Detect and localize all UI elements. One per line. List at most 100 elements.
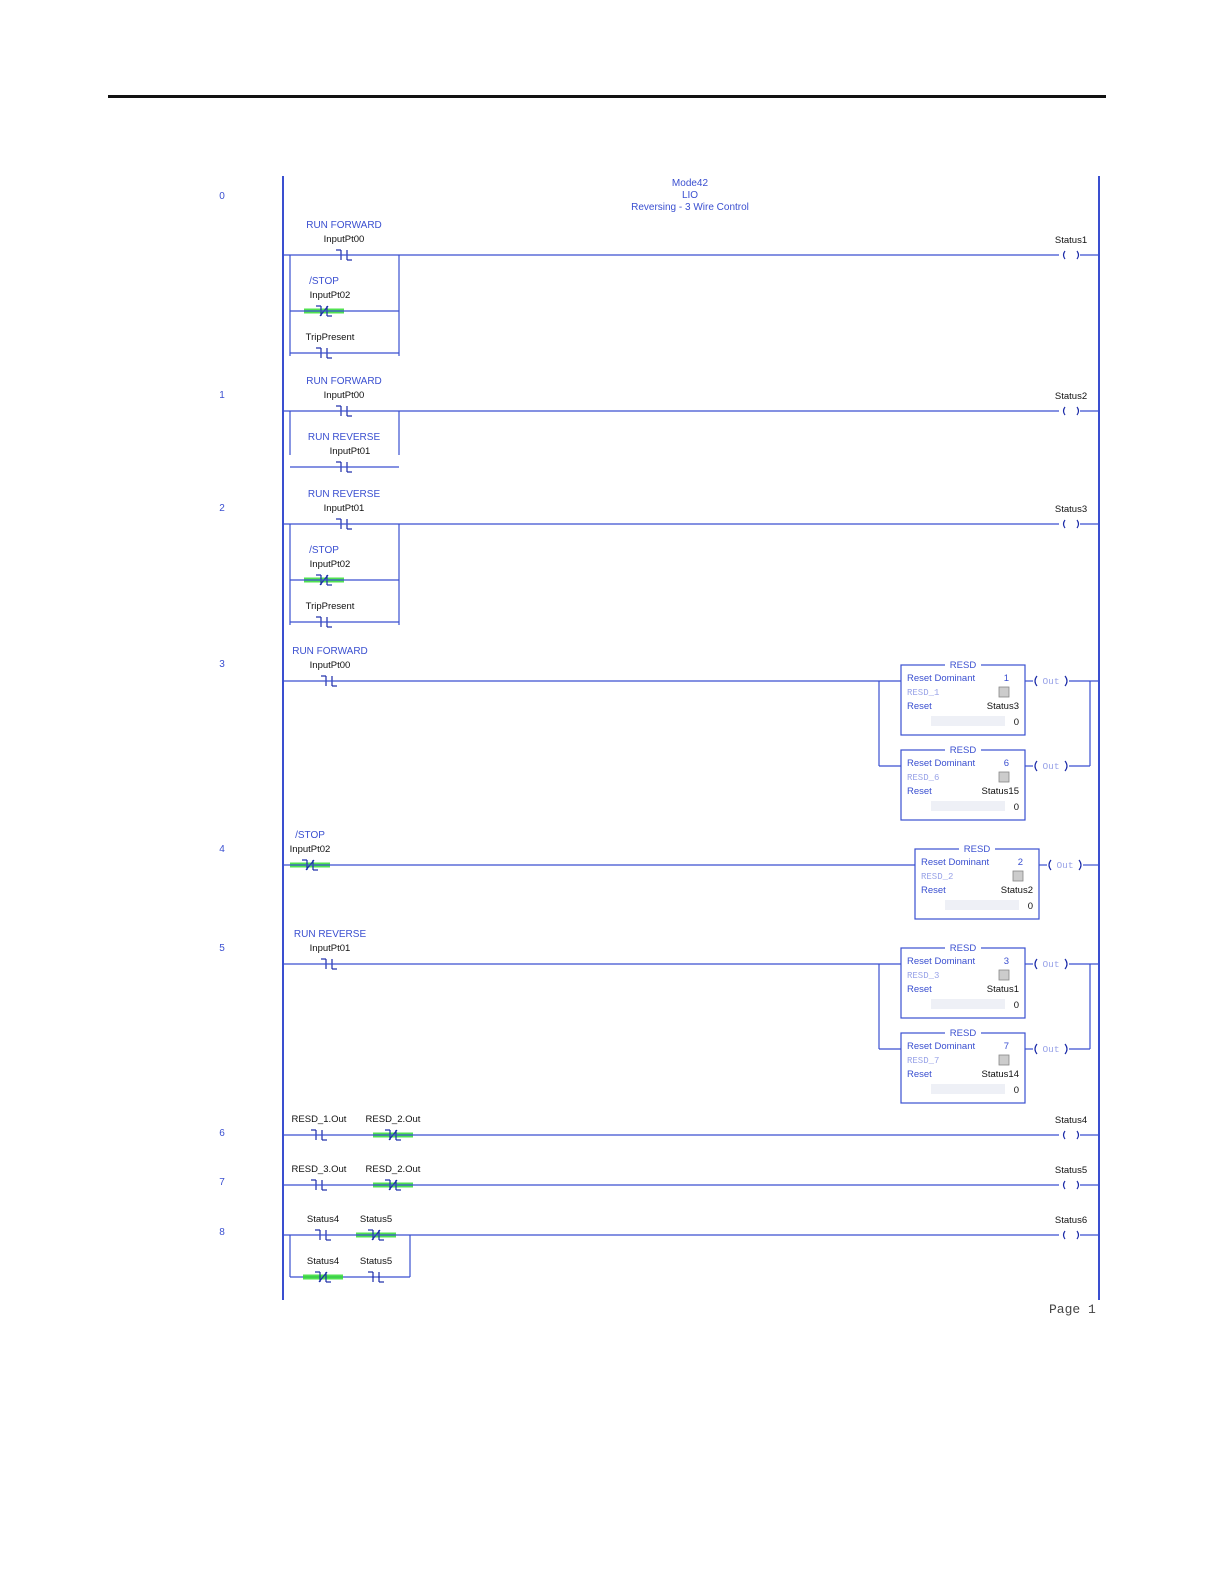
contact-tag: InputPt00 <box>324 390 365 401</box>
block-title: RESD <box>950 1028 977 1039</box>
contact-tag: Status4 <box>307 1214 339 1225</box>
block-title: RESD <box>950 660 977 671</box>
contact-tag: Status4 <box>307 1256 339 1267</box>
title-line-3: Reversing - 3 Wire Control <box>631 202 749 213</box>
block-value: 0 <box>1014 802 1019 813</box>
block-label: Reset Dominant <box>907 1041 975 1052</box>
coil-tag: Status6 <box>1055 1215 1087 1226</box>
block-value-field <box>931 1084 1005 1094</box>
out-left-arc <box>1034 760 1038 772</box>
block-out-label: Out <box>1042 676 1059 687</box>
block-reset-label: Reset <box>907 984 932 995</box>
coil-right-arc <box>1076 1180 1080 1190</box>
out-left-arc <box>1048 859 1052 871</box>
block-reset-tag: Status14 <box>982 1069 1020 1080</box>
coil-right-arc <box>1076 250 1080 260</box>
block-title: RESD <box>950 745 977 756</box>
block-number: 2 <box>1018 857 1023 868</box>
contact-description: /STOP <box>309 545 339 556</box>
block-properties-button <box>998 686 1010 698</box>
coil-right-arc <box>1076 406 1080 416</box>
contact-tag: InputPt01 <box>324 503 365 514</box>
page-label: Page 1 <box>1049 1302 1096 1317</box>
coil-right-arc <box>1076 519 1080 529</box>
block-value-field <box>931 801 1005 811</box>
out-left-arc <box>1034 1043 1038 1055</box>
coil-status6 <box>1062 1230 1080 1240</box>
rung-number: 5 <box>219 943 225 954</box>
block-value-field <box>931 999 1005 1009</box>
contact-description: RUN REVERSE <box>294 929 367 940</box>
block-reset-tag: Status2 <box>1001 885 1033 896</box>
contact-tag: RESD_3.Out <box>292 1164 347 1175</box>
block-properties-button <box>998 771 1010 783</box>
out-right-arc <box>1064 1043 1068 1055</box>
contact-description: RUN REVERSE <box>308 489 381 500</box>
rung-number: 0 <box>219 191 225 202</box>
block-title: RESD <box>964 844 991 855</box>
rung-number: 6 <box>219 1128 225 1139</box>
block-reset-label: Reset <box>907 786 932 797</box>
coil-tag: Status2 <box>1055 391 1087 402</box>
resd-block-resd_3 <box>900 946 1068 1019</box>
coil-tag: Status1 <box>1055 235 1087 246</box>
rung-number: 2 <box>219 503 225 514</box>
coil-right-arc <box>1076 1230 1080 1240</box>
contact-tag: RESD_1.Out <box>292 1114 347 1125</box>
contact-tag: Status5 <box>360 1214 392 1225</box>
out-right-arc <box>1064 958 1068 970</box>
rung-number: 7 <box>219 1177 225 1188</box>
block-instance: RESD_3 <box>907 971 939 981</box>
contact-tag: InputPt01 <box>330 446 371 457</box>
block-instance: RESD_6 <box>907 773 939 783</box>
block-properties-button <box>1012 870 1024 882</box>
block-value: 0 <box>1014 717 1019 728</box>
contact-description: /STOP <box>309 276 339 287</box>
coil-left-arc <box>1062 519 1066 529</box>
block-out-label: Out <box>1042 1044 1059 1055</box>
contact-tag: RESD_2.Out <box>366 1114 421 1125</box>
coil-status5 <box>1062 1180 1080 1190</box>
contact-tag: TripPresent <box>306 332 355 343</box>
contact-tag: RESD_2.Out <box>366 1164 421 1175</box>
block-label: Reset Dominant <box>907 673 975 684</box>
out-right-arc <box>1078 859 1082 871</box>
block-instance: RESD_2 <box>921 872 953 882</box>
block-number: 6 <box>1004 758 1009 769</box>
block-label: Reset Dominant <box>907 956 975 967</box>
out-right-arc <box>1064 675 1068 687</box>
contact-tag: Status5 <box>360 1256 392 1267</box>
block-value: 0 <box>1014 1085 1019 1096</box>
coil-status2 <box>1062 406 1080 416</box>
contact-tag: InputPt02 <box>310 290 351 301</box>
block-value-field <box>945 900 1019 910</box>
contact-tag: InputPt01 <box>310 943 351 954</box>
out-left-arc <box>1034 675 1038 687</box>
contact-tag: InputPt02 <box>310 559 351 570</box>
branch-contact-status4 <box>303 1271 343 1283</box>
block-reset-label: Reset <box>907 1069 932 1080</box>
block-number: 3 <box>1004 956 1009 967</box>
rung-number: 3 <box>219 659 225 670</box>
block-title-gap <box>945 946 981 950</box>
block-title-gap <box>945 1031 981 1035</box>
block-instance: RESD_7 <box>907 1056 939 1066</box>
resd-block-resd_2 <box>914 847 1082 920</box>
resd-block-resd_1 <box>900 663 1068 736</box>
block-properties-button <box>998 1054 1010 1066</box>
block-instance: RESD_1 <box>907 688 939 698</box>
block-title-gap <box>959 847 995 851</box>
coil-tag: Status4 <box>1055 1115 1087 1126</box>
block-out-label: Out <box>1042 761 1059 772</box>
block-label: Reset Dominant <box>907 758 975 769</box>
block-title-gap <box>945 748 981 752</box>
block-label: Reset Dominant <box>921 857 989 868</box>
out-right-arc <box>1064 760 1068 772</box>
block-reset-tag: Status3 <box>987 701 1019 712</box>
coil-tag: Status5 <box>1055 1165 1087 1176</box>
contact-tag: TripPresent <box>306 601 355 612</box>
coil-tag: Status3 <box>1055 504 1087 515</box>
block-reset-label: Reset <box>921 885 946 896</box>
contact-tag: InputPt02 <box>290 844 331 855</box>
